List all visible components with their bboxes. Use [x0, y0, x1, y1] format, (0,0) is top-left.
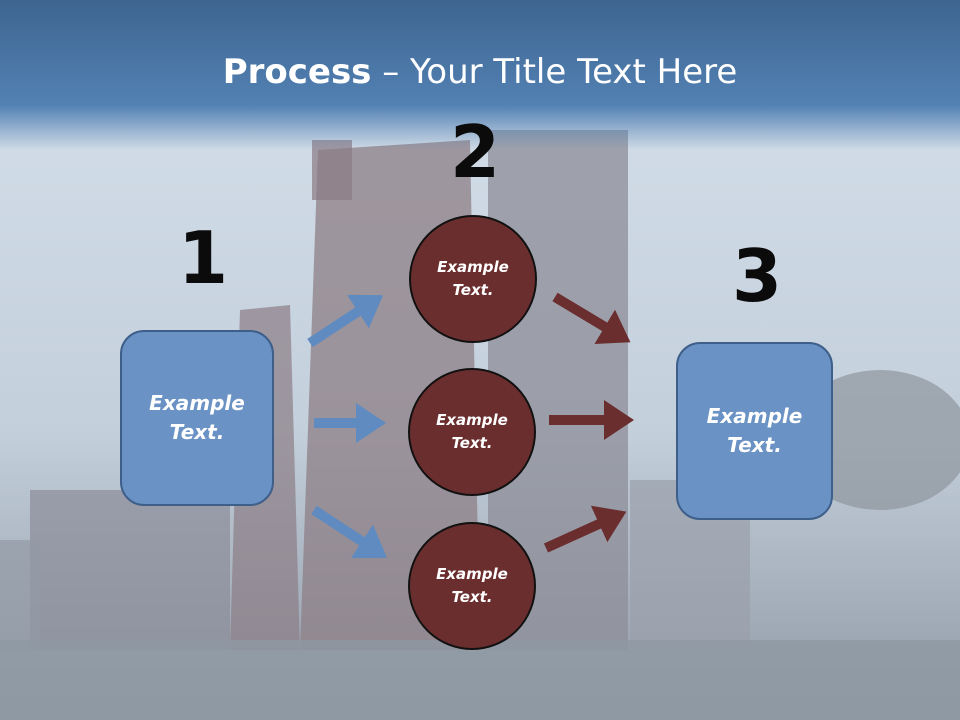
step-number-3: 3	[732, 234, 783, 318]
step-number-1: 1	[178, 216, 229, 300]
right-box-line1: Example	[706, 404, 803, 428]
circle-top-line1: Example	[437, 257, 509, 276]
circle-bottom[interactable]: Example Text.	[408, 522, 536, 650]
title-rest: – Your Title Text Here	[371, 52, 738, 92]
circle-middle-line1: Example	[436, 410, 508, 429]
circle-middle[interactable]: Example Text.	[408, 368, 536, 496]
circle-top[interactable]: Example Text.	[409, 215, 537, 343]
slide-title: Process – Your Title Text Here	[0, 52, 960, 92]
title-bold: Process	[222, 52, 372, 92]
circle-top-line2: Text.	[452, 281, 494, 299]
step-number-2: 2	[450, 110, 501, 194]
left-box[interactable]: Example Text.	[120, 330, 274, 506]
circle-middle-line2: Text.	[451, 434, 493, 452]
title-bar	[0, 0, 960, 150]
circle-bottom-line1: Example	[436, 564, 508, 583]
right-box-line2: Text.	[727, 433, 782, 457]
right-box[interactable]: Example Text.	[676, 342, 833, 520]
left-box-line2: Text.	[169, 420, 225, 444]
circle-bottom-line2: Text.	[451, 588, 493, 606]
left-box-line1: Example	[149, 391, 245, 415]
